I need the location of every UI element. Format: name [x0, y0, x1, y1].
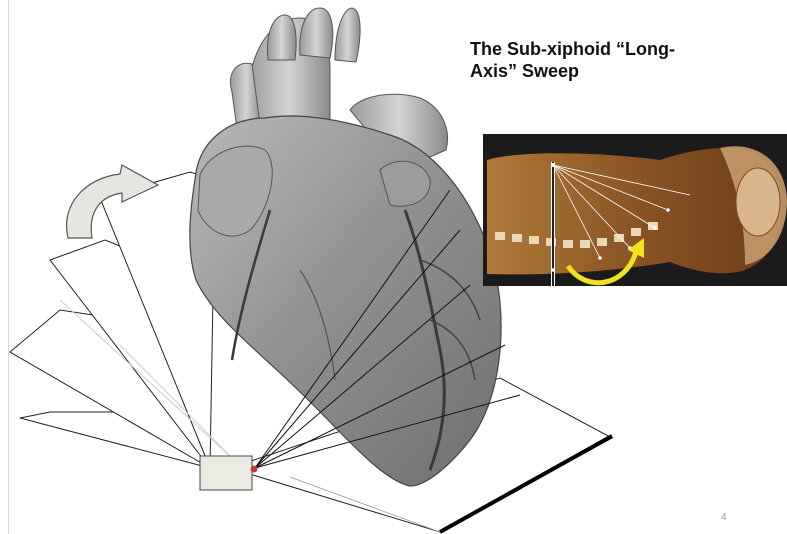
heart-illustration — [190, 8, 501, 486]
brain-region — [736, 168, 780, 236]
vessel-2 — [300, 8, 333, 58]
probe-marker — [251, 466, 258, 473]
ultrasound-probe — [200, 456, 252, 490]
vessel-3 — [335, 8, 360, 62]
page-number: 4 — [721, 512, 727, 523]
inset-body-section — [483, 134, 787, 286]
vessel-1 — [267, 15, 296, 60]
